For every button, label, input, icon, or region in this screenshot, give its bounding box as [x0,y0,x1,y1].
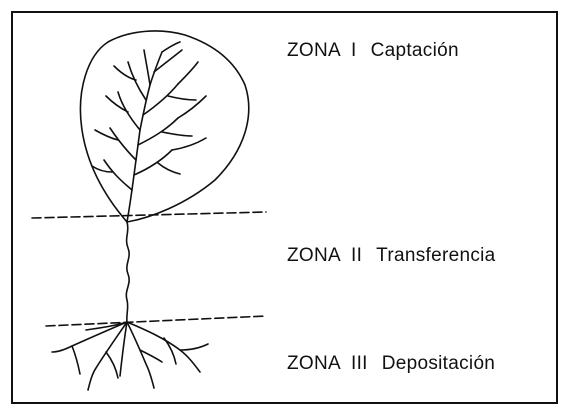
drainage-network [92,42,206,222]
zone-boundary-lower [46,316,266,326]
zone-name: Depositación [382,353,495,374]
zone-prefix: ZONA [287,245,341,266]
zone-numeral: I [351,40,357,62]
catchment-basin-outline [80,31,248,222]
zone-label-captacion: ZONA I Captación [287,40,459,62]
zone-name: Transferencia [376,245,495,266]
distributary-network [52,322,208,390]
zone-name: Captación [371,40,459,61]
zone-numeral: III [351,353,368,375]
zone-prefix: ZONA [287,353,341,374]
zone-label-depositacion: ZONA III Depositación [287,353,495,375]
zone-label-transferencia: ZONA II Transferencia [287,245,496,267]
zone-numeral: II [351,245,362,267]
transfer-channel [126,222,129,322]
zone-prefix: ZONA [287,40,341,61]
